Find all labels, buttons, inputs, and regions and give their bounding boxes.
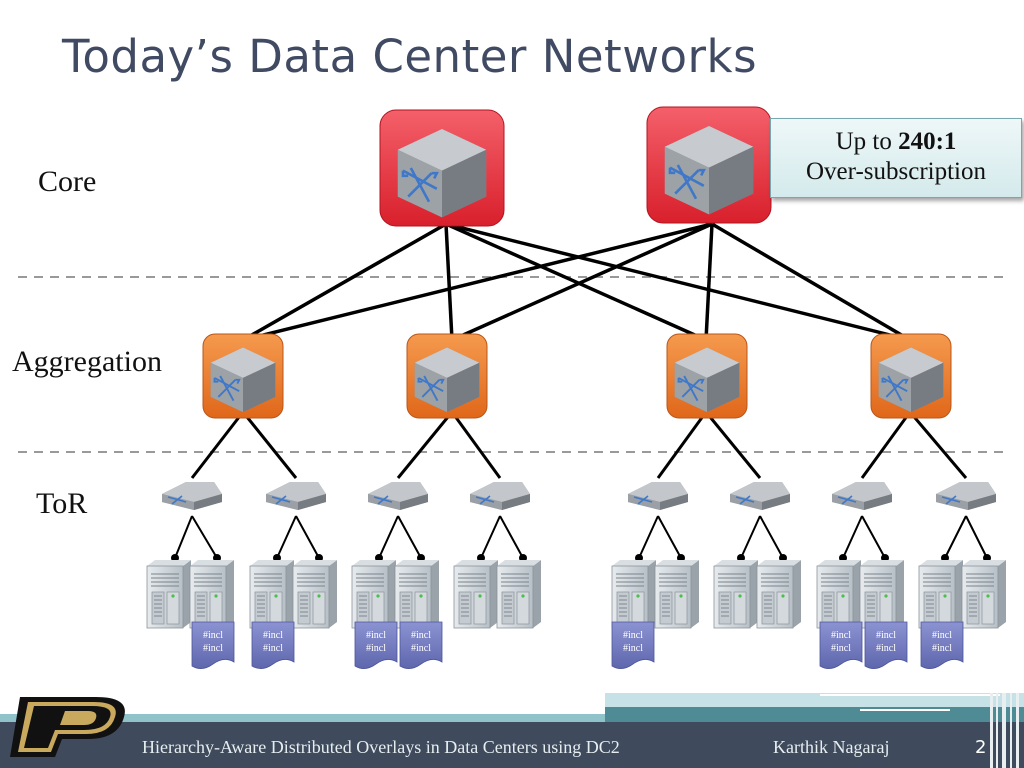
slide-title: Today’s Data Center Networks: [62, 30, 758, 83]
core-level-label: Core: [38, 165, 97, 198]
server-14: [859, 559, 905, 629]
include-document-label: #incl: [932, 630, 952, 641]
callout-line2: Over-subscription: [805, 158, 987, 185]
core-switch-2: [646, 106, 772, 224]
include-document-label: #incl: [263, 630, 283, 641]
aggregation-tor-links: [190, 411, 968, 479]
aggregation-switch-4: [870, 333, 952, 419]
include-document-label: #incl: [623, 643, 643, 654]
server-9: [611, 559, 657, 629]
include-document-7: #incl #incl: [864, 621, 908, 669]
server-12: [756, 559, 802, 629]
include-document-3: #incl #incl: [354, 621, 398, 669]
tor-switch-3: [367, 481, 429, 511]
server-5: [351, 559, 397, 629]
core-aggregation-links: [242, 222, 911, 342]
server-4: [292, 559, 338, 629]
callout-ratio: 240:1: [898, 128, 957, 155]
tor-switch-4: [469, 481, 531, 511]
server-7: [453, 559, 499, 629]
oversubscription-callout: Up to 240:1 Over-subscription: [770, 118, 1022, 198]
server-13: [816, 559, 862, 629]
aggregation-switch-3: [666, 333, 748, 419]
tor-switch-6: [729, 481, 791, 511]
include-document-label: #incl: [366, 630, 386, 641]
server-16: [961, 559, 1007, 629]
server-8: [496, 559, 542, 629]
purdue-logo: [10, 697, 125, 757]
aggregation-switch-1: [202, 333, 284, 419]
server-10: [654, 559, 700, 629]
tor-switch-8: [935, 481, 997, 511]
include-document-label: #incl: [831, 643, 851, 654]
include-document-label: #incl: [831, 630, 851, 641]
include-document-label: #incl: [932, 643, 952, 654]
include-document-5: #incl #incl: [611, 621, 655, 669]
include-document-6: #incl #incl: [819, 621, 863, 669]
include-document-label: #incl: [876, 630, 896, 641]
server-2: [189, 559, 235, 629]
footer-bar: [0, 693, 1024, 768]
server-15: [918, 559, 964, 629]
tor-switch-2: [265, 481, 327, 511]
server-11: [713, 559, 759, 629]
include-document-label: #incl: [623, 630, 643, 641]
callout-prefix: Up to: [835, 128, 899, 155]
include-document-label: #incl: [411, 643, 431, 654]
tor-switch-7: [831, 481, 893, 511]
include-document-label: #incl: [263, 643, 283, 654]
include-document-label: #incl: [203, 630, 223, 641]
include-document-label: #incl: [411, 630, 431, 641]
tor-switch-1: [161, 481, 223, 511]
include-document-label: #incl: [876, 643, 896, 654]
tor-switch-5: [627, 481, 689, 511]
tor-server-links: [174, 515, 988, 559]
include-documents: #incl#incl#incl#incl#incl#incl#incl#incl…: [191, 621, 964, 669]
footer-talk-title: Hierarchy-Aware Distributed Overlays in …: [142, 737, 620, 757]
server-3: [249, 559, 295, 629]
include-document-1: #incl #incl: [191, 621, 235, 669]
page-number: 2: [975, 737, 987, 758]
include-document-label: #incl: [203, 643, 223, 654]
include-document-label: #incl: [366, 643, 386, 654]
tor-level-label: ToR: [36, 487, 88, 520]
include-document-8: #incl #incl: [920, 621, 964, 669]
server-6: [394, 559, 440, 629]
include-document-2: #incl #incl: [251, 621, 295, 669]
footer-presenter: Karthik Nagaraj: [773, 737, 890, 757]
aggregation-level-label: Aggregation: [12, 345, 162, 378]
server-1: [146, 559, 192, 629]
include-document-4: #incl #incl: [399, 621, 443, 669]
aggregation-switch-2: [406, 333, 488, 419]
core-switch-1: [379, 109, 505, 227]
